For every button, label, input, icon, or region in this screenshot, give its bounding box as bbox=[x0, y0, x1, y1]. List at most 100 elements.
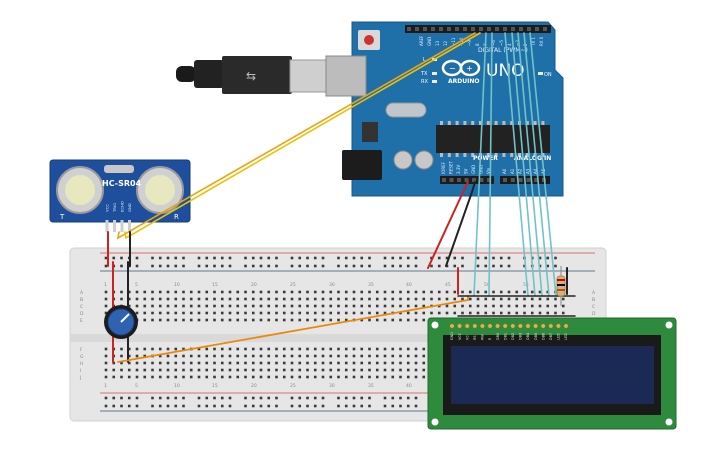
breadboard-hole[interactable] bbox=[197, 304, 201, 308]
breadboard-hole[interactable] bbox=[515, 304, 519, 308]
breadboard-hole[interactable] bbox=[244, 297, 247, 301]
breadboard-rail-hole[interactable] bbox=[228, 396, 232, 400]
breadboard-hole[interactable] bbox=[375, 361, 379, 365]
breadboard-rail-hole[interactable] bbox=[151, 396, 154, 400]
breadboard-hole[interactable] bbox=[422, 354, 426, 358]
breadboard-hole[interactable] bbox=[244, 361, 247, 365]
breadboard-hole[interactable] bbox=[306, 297, 309, 301]
breadboard-hole[interactable] bbox=[414, 304, 418, 308]
breadboard-hole[interactable] bbox=[228, 318, 232, 322]
breadboard-rail-hole[interactable] bbox=[120, 404, 123, 408]
breadboard-hole[interactable] bbox=[445, 304, 449, 308]
breadboard-hole[interactable] bbox=[259, 311, 263, 315]
breadboard-hole[interactable] bbox=[399, 361, 402, 365]
breadboard-hole[interactable] bbox=[422, 375, 426, 379]
breadboard-hole[interactable] bbox=[290, 297, 294, 301]
breadboard-hole[interactable] bbox=[391, 354, 395, 358]
breadboard-hole[interactable] bbox=[538, 304, 542, 308]
breadboard-hole[interactable] bbox=[360, 311, 364, 315]
breadboard-hole[interactable] bbox=[205, 347, 209, 351]
breadboard-hole[interactable] bbox=[352, 311, 356, 315]
breadboard-hole[interactable] bbox=[499, 311, 503, 315]
breadboard-hole[interactable] bbox=[259, 290, 263, 294]
breadboard-rail-hole[interactable] bbox=[321, 396, 325, 400]
breadboard-hole[interactable] bbox=[383, 368, 387, 372]
breadboard-hole[interactable] bbox=[453, 297, 457, 301]
breadboard-hole[interactable] bbox=[422, 297, 426, 301]
wire-5v[interactable] bbox=[427, 181, 469, 269]
header-hole[interactable] bbox=[439, 27, 443, 31]
breadboard-rail-hole[interactable] bbox=[383, 404, 387, 408]
breadboard-hole[interactable] bbox=[112, 368, 116, 372]
breadboard-hole[interactable] bbox=[135, 311, 139, 315]
breadboard-hole[interactable] bbox=[344, 311, 348, 315]
lcd-pin[interactable] bbox=[457, 323, 463, 329]
breadboard-hole[interactable] bbox=[453, 290, 457, 294]
breadboard-hole[interactable] bbox=[375, 297, 379, 301]
breadboard-hole[interactable] bbox=[143, 297, 147, 301]
breadboard-hole[interactable] bbox=[228, 354, 232, 358]
breadboard-rail-hole[interactable] bbox=[313, 264, 317, 268]
breadboard-hole[interactable] bbox=[554, 304, 557, 308]
breadboard-hole[interactable] bbox=[228, 290, 232, 294]
breadboard-hole[interactable] bbox=[259, 375, 263, 379]
breadboard-hole[interactable] bbox=[251, 354, 255, 358]
breadboard-hole[interactable] bbox=[290, 304, 294, 308]
breadboard-hole[interactable] bbox=[375, 304, 379, 308]
breadboard-hole[interactable] bbox=[127, 290, 131, 294]
lcd-pin[interactable] bbox=[533, 323, 539, 329]
wire-lcd-d5[interactable] bbox=[511, 32, 536, 297]
breadboard-hole[interactable] bbox=[120, 297, 123, 301]
breadboard-hole[interactable] bbox=[197, 318, 201, 322]
breadboard-rail-hole[interactable] bbox=[368, 396, 371, 400]
breadboard-hole[interactable] bbox=[197, 297, 201, 301]
breadboard-hole[interactable] bbox=[298, 368, 302, 372]
breadboard-hole[interactable] bbox=[530, 311, 534, 315]
wire-contrast[interactable] bbox=[117, 295, 469, 363]
breadboard-hole[interactable] bbox=[306, 311, 309, 315]
breadboard-hole[interactable] bbox=[135, 347, 139, 351]
breadboard-rail-hole[interactable] bbox=[174, 396, 178, 400]
breadboard-hole[interactable] bbox=[507, 297, 511, 301]
breadboard-hole[interactable] bbox=[275, 318, 278, 322]
breadboard-hole[interactable] bbox=[337, 290, 340, 294]
breadboard-hole[interactable] bbox=[244, 354, 247, 358]
breadboard-hole[interactable] bbox=[158, 297, 162, 301]
breadboard-hole[interactable] bbox=[445, 311, 449, 315]
breadboard-hole[interactable] bbox=[282, 318, 286, 322]
breadboard-hole[interactable] bbox=[197, 375, 201, 379]
breadboard-rail-hole[interactable] bbox=[135, 404, 139, 408]
breadboard-rail-hole[interactable] bbox=[251, 264, 255, 268]
breadboard-hole[interactable] bbox=[368, 361, 371, 365]
wire-lcd-e[interactable] bbox=[488, 32, 493, 297]
breadboard-hole[interactable] bbox=[507, 304, 511, 308]
breadboard-hole[interactable] bbox=[267, 347, 271, 351]
breadboard-rail-hole[interactable] bbox=[220, 264, 224, 268]
breadboard-hole[interactable] bbox=[143, 347, 147, 351]
breadboard-hole[interactable] bbox=[135, 375, 139, 379]
breadboard-hole[interactable] bbox=[166, 375, 170, 379]
header-hole[interactable] bbox=[415, 27, 419, 31]
header-hole[interactable] bbox=[442, 178, 446, 182]
breadboard-hole[interactable] bbox=[127, 375, 131, 379]
breadboard-hole[interactable] bbox=[197, 311, 201, 315]
breadboard-hole[interactable] bbox=[151, 347, 154, 351]
breadboard-hole[interactable] bbox=[213, 318, 216, 322]
breadboard-hole[interactable] bbox=[244, 375, 247, 379]
breadboard-rail-hole[interactable] bbox=[251, 256, 255, 260]
breadboard-hole[interactable] bbox=[290, 290, 294, 294]
breadboard-hole[interactable] bbox=[406, 297, 410, 301]
breadboard-hole[interactable] bbox=[251, 318, 255, 322]
breadboard-rail-hole[interactable] bbox=[368, 404, 371, 408]
breadboard-rail-hole[interactable] bbox=[406, 256, 410, 260]
breadboard-hole[interactable] bbox=[337, 368, 340, 372]
breadboard-hole[interactable] bbox=[399, 347, 402, 351]
breadboard-hole[interactable] bbox=[368, 375, 371, 379]
breadboard-rail-hole[interactable] bbox=[337, 256, 340, 260]
breadboard-hole[interactable] bbox=[135, 297, 139, 301]
breadboard-hole[interactable] bbox=[205, 318, 209, 322]
breadboard-hole[interactable] bbox=[182, 290, 185, 294]
breadboard-hole[interactable] bbox=[306, 354, 309, 358]
breadboard-hole[interactable] bbox=[189, 304, 193, 308]
breadboard-hole[interactable] bbox=[383, 354, 387, 358]
